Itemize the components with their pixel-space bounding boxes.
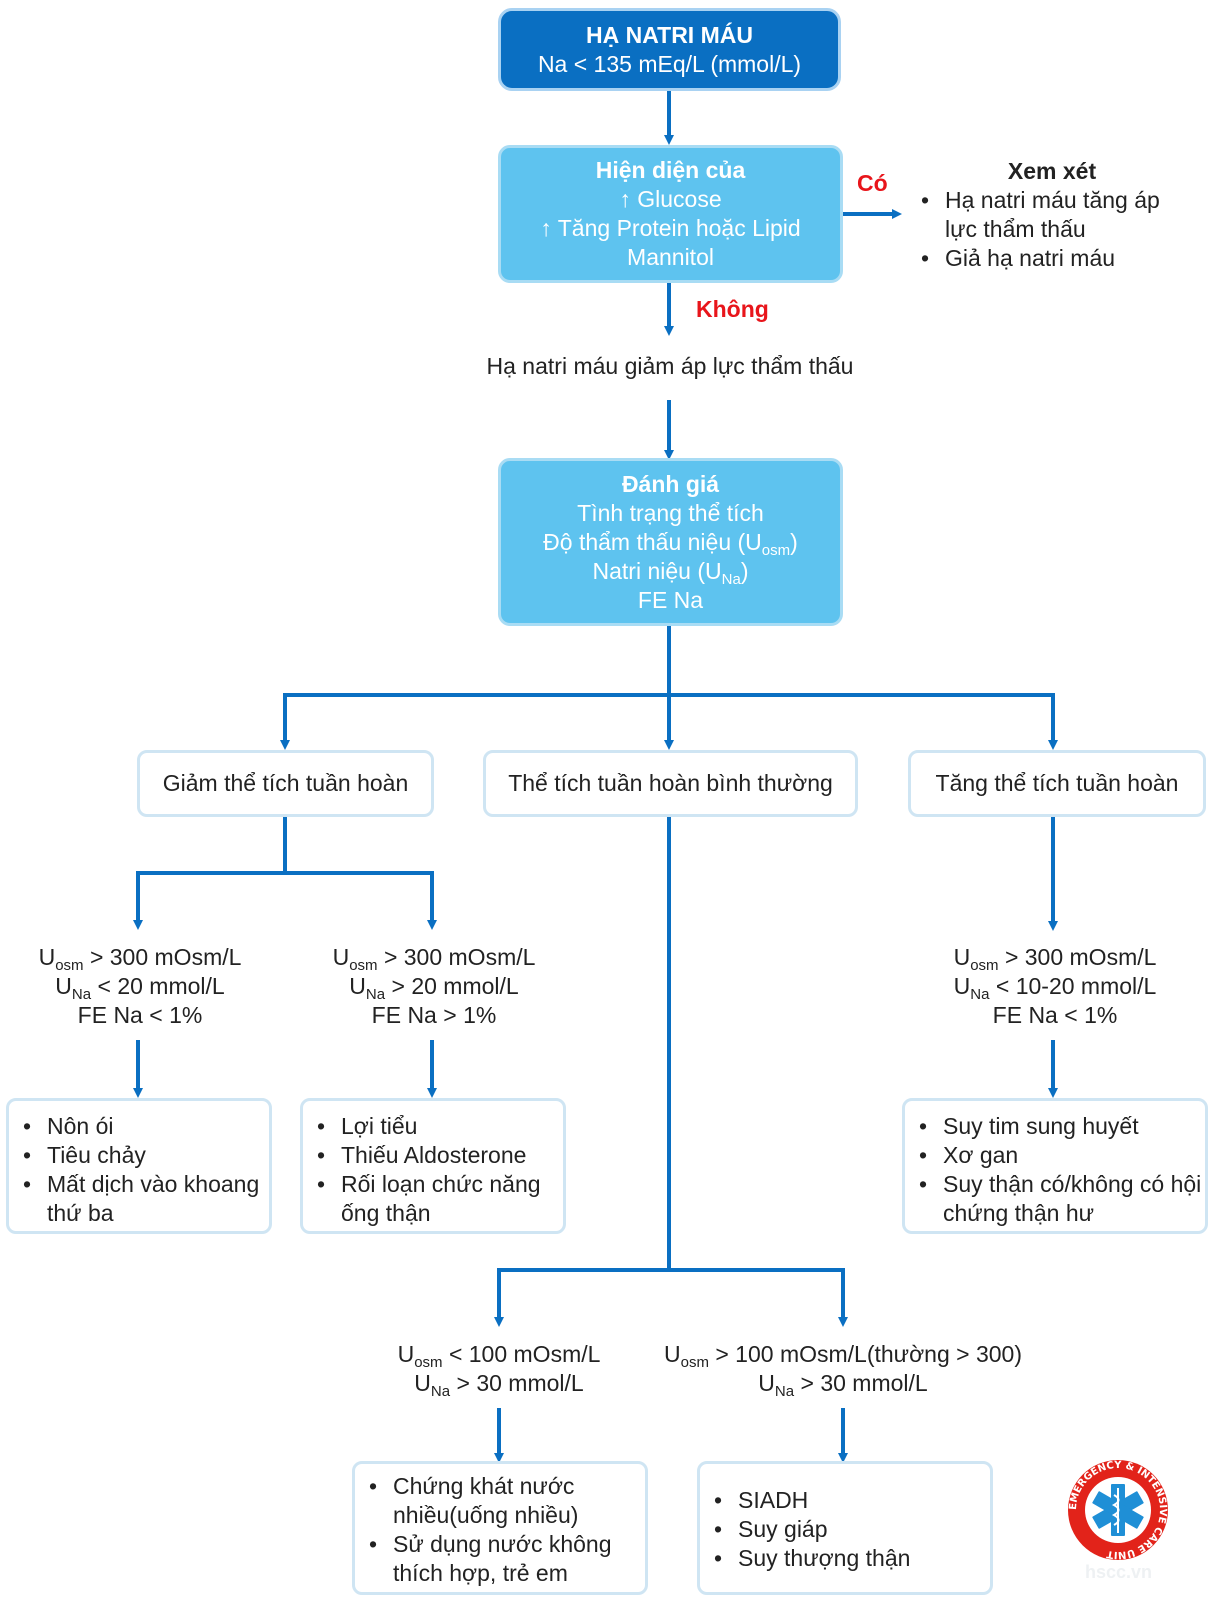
branch-yes-label: Có bbox=[857, 170, 888, 196]
hypoosmolar-label: Hạ natri máu giảm áp lực thẩm thấu bbox=[486, 353, 854, 379]
cause-item: Suy thượng thận bbox=[700, 1544, 990, 1573]
assess-box: Đánh giá Tình trạng thể tích Độ thẩm thấ… bbox=[498, 458, 843, 626]
hyponatremia-threshold: Na < 135 mEq/L (mmol/L) bbox=[537, 50, 802, 77]
cause-item: Suy tim sung huyết bbox=[905, 1112, 1205, 1141]
consider-item: Hạ natri máu tăng áp lực thẩm thấu bbox=[907, 186, 1187, 244]
consider-title: Xem xét bbox=[1007, 158, 1097, 184]
volume-high-box: Tăng thể tích tuần hoàn bbox=[908, 750, 1206, 817]
presence-mannitol: Mannitol bbox=[627, 244, 714, 270]
cause-item: Rối loạn chức năng ống thận bbox=[303, 1170, 563, 1228]
hyponatremia-title: HẠ NATRI MÁU bbox=[586, 21, 753, 48]
assess-title: Đánh giá bbox=[621, 470, 720, 497]
site-watermark: hscc.vn bbox=[1085, 1562, 1153, 1582]
assess-una: Natri niệu (UNa) bbox=[592, 557, 749, 588]
cause-item: Chứng khát nước nhiều(uống nhiều) bbox=[355, 1472, 645, 1530]
causes-low-b-box: Lợi tiểu Thiếu Aldosterone Rối loạn chức… bbox=[300, 1098, 566, 1234]
presence-glucose: ↑ Glucose bbox=[619, 186, 722, 212]
cause-item: Thiếu Aldosterone bbox=[303, 1141, 563, 1170]
criteria-high: Uosm > 300 mOsm/L UNa < 10-20 mmol/L FE … bbox=[953, 944, 1157, 1028]
volume-low-box: Giảm thể tích tuần hoàn bbox=[137, 750, 434, 817]
emergency-unit-logo: EMERGENCY & INTENSIVE CARE UNIT bbox=[1068, 1460, 1168, 1560]
cause-item: Suy thận có/không có hội chứng thận hư bbox=[905, 1170, 1205, 1228]
branch-no-label: Không bbox=[696, 296, 769, 322]
cause-item: Xơ gan bbox=[905, 1141, 1205, 1170]
volume-normal-label: Thể tích tuần hoàn bình thường bbox=[508, 770, 833, 796]
assess-fena: FE Na bbox=[637, 586, 704, 613]
cause-item: Mất dịch vào khoang thứ ba bbox=[9, 1170, 269, 1228]
cause-item: Tiêu chảy bbox=[9, 1141, 269, 1170]
presence-protein-lipid: ↑ Tăng Protein hoặc Lipid bbox=[540, 215, 801, 241]
criteria-low-b: Uosm > 300 mOsm/L UNa > 20 mmol/L FE Na … bbox=[332, 944, 536, 1028]
consider-item: Giả hạ natri máu bbox=[907, 244, 1187, 273]
hyponatremia-box: HẠ NATRI MÁU Na < 135 mEq/L (mmol/L) bbox=[498, 8, 841, 91]
criteria-low-a: Uosm > 300 mOsm/L UNa < 20 mmol/L FE Na … bbox=[38, 944, 242, 1028]
cause-item: Nôn ói bbox=[9, 1112, 269, 1141]
split-normal-lines bbox=[497, 1268, 848, 1327]
assess-uosm: Độ thẩm thấu niệu (Uosm) bbox=[543, 528, 798, 559]
causes-normal-a-box: Chứng khát nước nhiều(uống nhiều) Sử dụn… bbox=[352, 1461, 648, 1595]
cause-item: Suy giáp bbox=[700, 1515, 990, 1544]
criteria-normal-b: Uosm > 100 mOsm/L(thường > 300) UNa > 30… bbox=[664, 1341, 1022, 1400]
causes-high-box: Suy tim sung huyết Xơ gan Suy thận có/kh… bbox=[902, 1098, 1208, 1234]
volume-high-label: Tăng thể tích tuần hoàn bbox=[935, 770, 1179, 796]
presence-box: Hiện diện của ↑ Glucose ↑ Tăng Protein h… bbox=[498, 145, 843, 283]
presence-title: Hiện diện của bbox=[595, 157, 746, 183]
split-low-lines bbox=[136, 871, 437, 930]
assess-volume: Tình trạng thể tích bbox=[577, 499, 764, 526]
causes-low-a-box: Nôn ói Tiêu chảy Mất dịch vào khoang thứ… bbox=[6, 1098, 272, 1234]
causes-normal-b-box: SIADH Suy giáp Suy thượng thận bbox=[697, 1461, 993, 1595]
volume-low-label: Giảm thể tích tuần hoàn bbox=[162, 770, 409, 796]
cause-item: Sử dụng nước không thích hợp, trẻ em bbox=[355, 1530, 645, 1588]
cause-item: Lợi tiểu bbox=[303, 1112, 563, 1141]
cause-item: SIADH bbox=[700, 1486, 990, 1515]
volume-normal-box: Thể tích tuần hoàn bình thường bbox=[483, 750, 858, 817]
criteria-normal-a: Uosm < 100 mOsm/L UNa > 30 mmol/L bbox=[397, 1341, 601, 1400]
consider-block: Xem xét Hạ natri máu tăng áp lực thẩm th… bbox=[907, 157, 1187, 273]
